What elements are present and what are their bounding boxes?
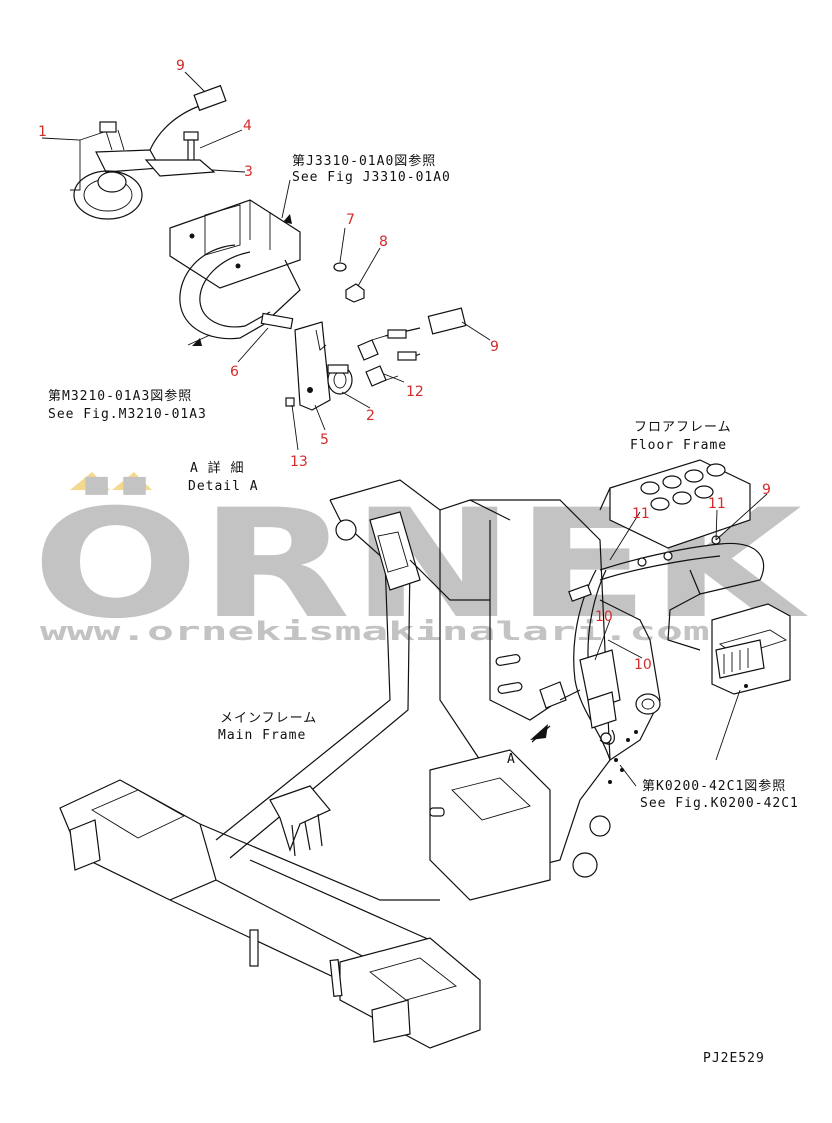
- washer-part-7: [333, 262, 347, 272]
- callout-12: 12: [406, 384, 424, 400]
- callout-7: 7: [346, 212, 355, 228]
- ref-detail-en: Detail A: [188, 479, 259, 494]
- callout-13: 13: [290, 454, 308, 470]
- ref-m3210-en: See Fig.M3210-01A3: [48, 407, 207, 422]
- connector-9-top: [193, 84, 227, 112]
- lamp-part-1: [73, 121, 161, 220]
- mount-plate: [169, 199, 301, 289]
- drawing-number: PJ2E529: [703, 1051, 765, 1066]
- view-a-arrow: [530, 724, 548, 740]
- nut-part-8: [345, 283, 365, 303]
- callout-6: 6: [230, 364, 239, 380]
- ref-j3310-jp: 第J3310-01A0図参照: [292, 153, 436, 169]
- watermark-accent-right: [112, 472, 152, 490]
- callout-10-top: 10: [595, 609, 613, 625]
- pin-part-6: [260, 312, 294, 330]
- ref-k0200-en: See Fig.K0200-42C1: [640, 796, 799, 811]
- callout-3: 3: [244, 164, 253, 180]
- clip-part-13: [285, 397, 295, 407]
- ref-k0200-jp: 第K0200-42C1図参照: [642, 778, 786, 794]
- bracket-part-3: [144, 159, 216, 177]
- callout-numbers: 9 1 4 3 7 8 9 6 12 2 5 13 9 11 11 10 10: [38, 58, 771, 673]
- wire-upper: [149, 103, 206, 151]
- connector-9-mid: [427, 307, 467, 335]
- callout-1: 1: [38, 124, 47, 140]
- plate-part-5: [294, 321, 331, 411]
- watermark-url: www.ornekismakinalari.com.tr: [40, 617, 790, 647]
- connectors-part-12: [357, 327, 421, 387]
- callout-11-right: 11: [708, 496, 726, 512]
- ref-j3310-en: See Fig J3310-01A0: [292, 170, 451, 185]
- view-a-label: A: [507, 752, 516, 767]
- ref-main-en: Main Frame: [218, 728, 306, 743]
- callout-4: 4: [243, 118, 252, 134]
- main-frame: [59, 479, 661, 1049]
- upper-assembly: [73, 84, 467, 411]
- callout-9-top: 9: [176, 58, 185, 74]
- ref-m3210-jp: 第M3210-01A3図参照: [48, 388, 192, 404]
- callout-9-mid: 9: [490, 339, 499, 355]
- ref-floor-en: Floor Frame: [630, 438, 727, 453]
- leaders: [41, 71, 768, 787]
- reference-labels: 第J3310-01A0図参照 See Fig J3310-01A0 第M3210…: [48, 153, 799, 1066]
- callout-8: 8: [379, 234, 388, 250]
- callout-2: 2: [366, 408, 375, 424]
- fuse-box: [711, 603, 791, 695]
- ref-main-jp: メインフレーム: [220, 711, 317, 726]
- ref-detail-jp: A 詳 細: [190, 460, 244, 476]
- floor-frame-holes: [640, 463, 726, 511]
- center-bracket: [269, 785, 331, 857]
- ref-floor-jp: フロアフレーム: [634, 420, 732, 435]
- callout-10-bottom: 10: [634, 657, 652, 673]
- harness-detail: [530, 569, 621, 761]
- callout-5: 5: [320, 432, 329, 448]
- watermark-accent-left: [70, 472, 110, 490]
- bolt-part-4: [183, 131, 199, 165]
- stanchion-holes: [608, 730, 638, 784]
- handle-part-6: [179, 244, 269, 340]
- callout-9-right: 9: [762, 482, 771, 498]
- callout-11-left: 11: [632, 506, 650, 522]
- switch-part-2: [327, 364, 353, 395]
